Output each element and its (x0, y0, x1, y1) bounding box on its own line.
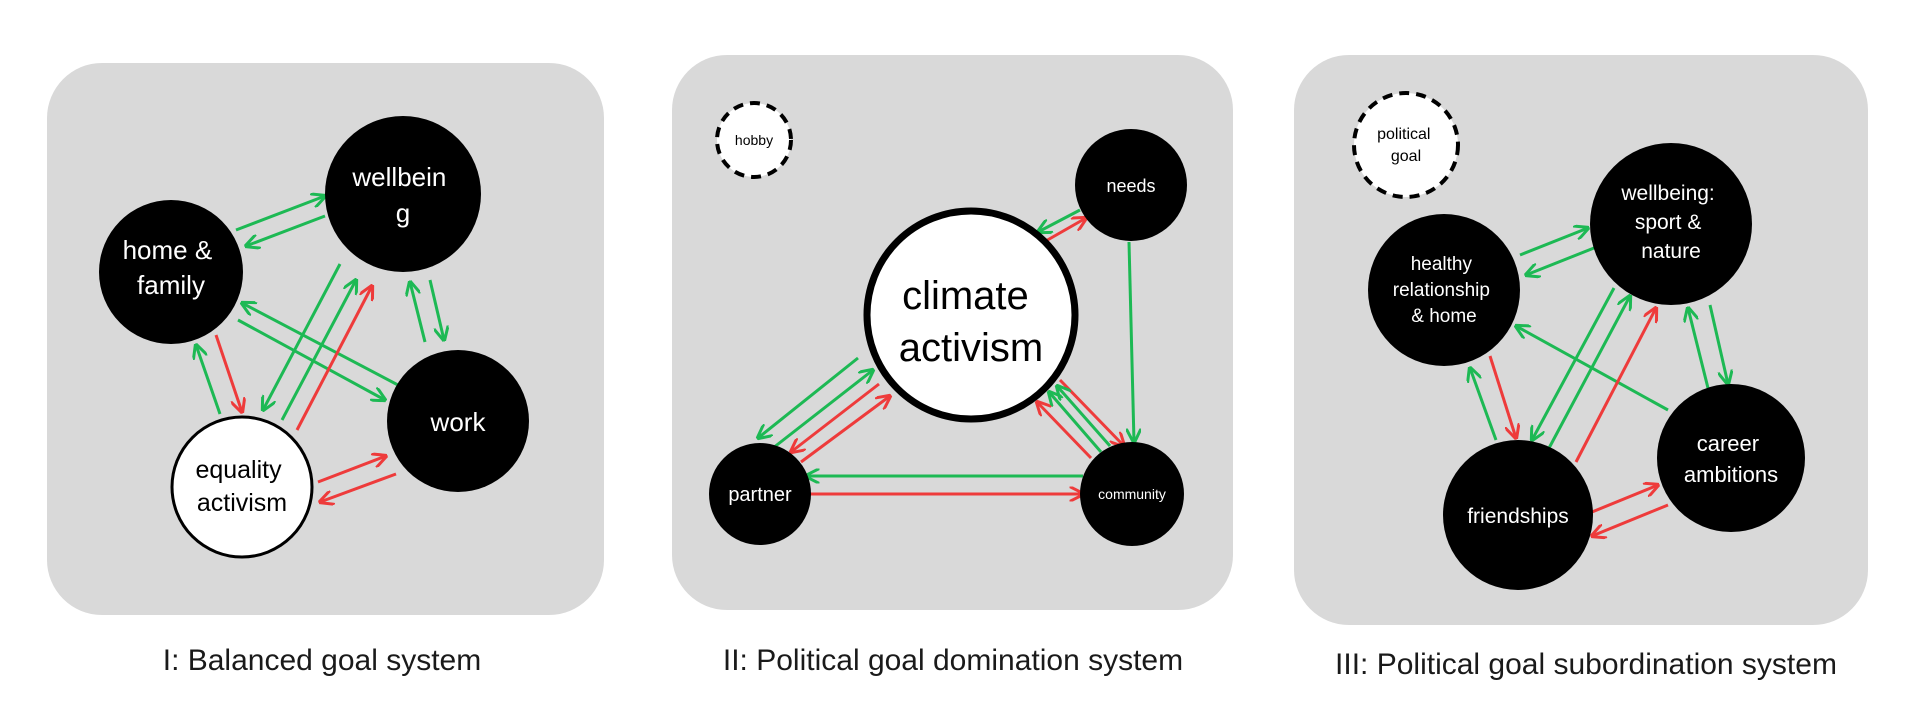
node-hobby-label: hobby (735, 132, 773, 148)
arrow-healthy-to-friendships (1488, 355, 1516, 438)
panel-3-arrows (1470, 228, 1728, 536)
arrow-equality-to-wellbeing-red (295, 286, 372, 431)
arrow-career-to-wellbeing (1688, 308, 1710, 389)
node-hobby (715, 101, 793, 179)
arrow-wellbeing-to-healthy (1526, 246, 1595, 275)
panel-1-arrows (196, 196, 444, 502)
arrow-equality-to-work (317, 456, 386, 484)
arrow-friendships-to-wellbeing-red (1574, 308, 1656, 463)
node-equality-activism[interactable] (170, 415, 314, 559)
node-home-family (99, 200, 243, 344)
node-wellbeing-sport-nature (1590, 143, 1752, 305)
arrow-equality-to-wellbeing (280, 280, 356, 421)
arrow-work-to-equality (320, 472, 397, 502)
arrow-work-to-home (242, 303, 399, 387)
arrow-friendships-to-wellbeing (1546, 296, 1630, 451)
arrow-partner-to-climate (772, 370, 873, 450)
node-needs-label: needs (1106, 176, 1155, 196)
arrow-community-to-climate-red (1037, 402, 1093, 460)
arrow-career-to-friendships (1592, 503, 1669, 536)
node-wellbeing-sport-nature-label: wellbeing: sport & nature (1620, 182, 1720, 263)
arrow-needs-to-community (1129, 241, 1134, 442)
arrow-community-to-climate-2 (1057, 386, 1112, 447)
arrow-partner-to-climate-red (800, 396, 890, 464)
panel-2-arrows (758, 208, 1134, 494)
arrow-wellbeing-to-home (246, 214, 326, 246)
node-partner-label: partner (728, 484, 792, 506)
arrow-climate-to-needs (1043, 218, 1086, 244)
arrow-community-to-climate (1049, 392, 1103, 453)
node-community (1080, 442, 1184, 546)
panel-2-caption: II: Political goal domination system (722, 644, 1184, 677)
arrow-friendships-to-career (1591, 485, 1658, 514)
node-career-ambitions (1657, 384, 1805, 532)
node-political-goal-label: political goal (1377, 126, 1435, 165)
arrow-wellbeing-to-work (428, 279, 444, 340)
arrow-wellbeing-to-career (1708, 304, 1728, 384)
arrow-work-to-wellbeing (410, 282, 427, 343)
arrow-climate-to-partner (758, 356, 859, 438)
node-work-label: work (430, 407, 487, 437)
node-political-goal (1352, 91, 1460, 199)
node-friendships (1443, 440, 1593, 590)
arrow-wellbeing-to-friendships (1532, 287, 1616, 440)
node-needs (1075, 129, 1187, 241)
arrow-needs-to-climate (1038, 208, 1081, 232)
node-equality-activism-label: equality activism (195, 456, 288, 517)
arrow-friendships-to-healthy (1470, 368, 1498, 441)
node-friendships-label: friendships (1467, 505, 1569, 528)
node-healthy-relationship-home (1368, 214, 1520, 366)
node-wellbeing-label: wellbein g (351, 162, 453, 228)
node-partner (709, 443, 811, 545)
arrow-home-to-wellbeing (235, 196, 325, 232)
node-wellbeing (325, 116, 481, 272)
node-climate-activism-label: climate activism (899, 274, 1043, 370)
node-community-label: community (1098, 486, 1166, 502)
node-home-family-label: home & family (123, 235, 220, 300)
arrow-climate-to-partner-red (791, 382, 880, 452)
arrow-home-to-work (237, 318, 385, 400)
panel-1-caption: I: Balanced goal system (162, 644, 482, 677)
node-career-ambitions-label: career ambitions (1684, 431, 1778, 487)
node-healthy-relationship-home-label: healthy relationship & home (1393, 254, 1495, 327)
arrow-equality-to-home (196, 345, 222, 415)
arrow-healthy-to-wellbeing (1519, 228, 1588, 257)
node-climate-activism[interactable] (863, 207, 1079, 423)
panel-3-caption: III: Political goal subordination system (1335, 648, 1837, 681)
node-work (387, 350, 529, 492)
arrow-home-to-equality (214, 334, 242, 412)
arrow-wellbeing-to-equality (263, 263, 342, 410)
